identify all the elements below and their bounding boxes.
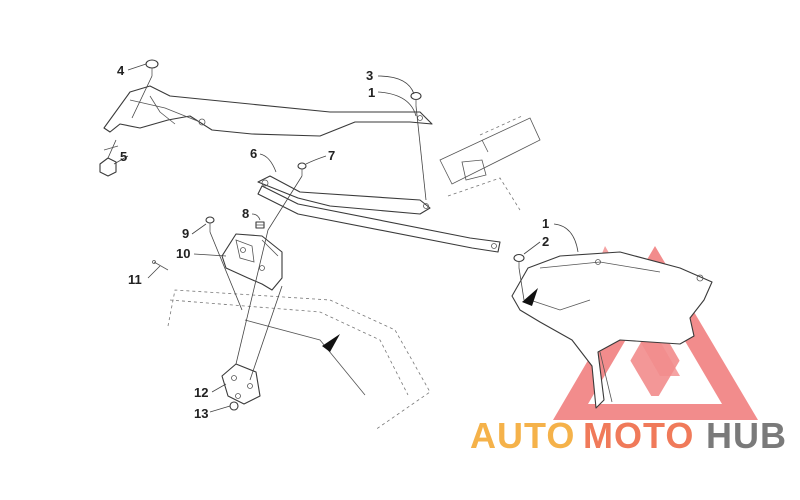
pin-fastener-11	[152, 260, 169, 271]
callout-10: 10	[176, 246, 190, 261]
long-bracket-part	[257, 175, 501, 253]
callout-6: 6	[250, 146, 257, 161]
frame-outline-right	[439, 115, 541, 211]
callout-2: 2	[542, 234, 549, 249]
frame-outline	[167, 289, 431, 431]
callout-3: 3	[366, 68, 373, 83]
callout-1-right: 1	[542, 216, 549, 231]
screw-fastener-2	[513, 253, 525, 268]
screw-fastener-3	[410, 91, 422, 106]
washer-13	[229, 401, 239, 411]
side-panel-part	[511, 251, 713, 409]
small-plate-part	[221, 363, 261, 405]
screw-fastener-9	[205, 216, 215, 232]
nut-fastener-5	[99, 145, 119, 177]
callout-11: 11	[128, 272, 142, 287]
callout-5: 5	[120, 149, 127, 164]
clip-fastener-8	[255, 221, 265, 229]
screw-fastener-7	[297, 162, 307, 176]
watermark-text-moto: MOTO	[583, 415, 695, 456]
mounting-block-part	[221, 233, 283, 291]
watermark-text-hub: HUB	[706, 415, 787, 456]
arrow-marker-panel	[522, 288, 538, 306]
callout-1-upper: 1	[368, 85, 375, 100]
upper-cover-part	[103, 85, 433, 137]
callout-13: 13	[194, 406, 208, 421]
screw-fastener-4	[145, 59, 159, 76]
callout-4: 4	[117, 63, 125, 78]
assembly-lines	[107, 75, 525, 381]
leader-lines	[113, 63, 579, 413]
arrow-marker-frame	[322, 334, 340, 352]
callout-12: 12	[194, 385, 208, 400]
callout-7: 7	[328, 148, 335, 163]
callout-labels: 4 5 3 1 6 7 8 9 10 11 12 13 1 2	[117, 63, 549, 421]
watermark-text-auto: AUTO	[470, 415, 576, 456]
callout-8: 8	[242, 206, 249, 221]
callout-9: 9	[182, 226, 189, 241]
